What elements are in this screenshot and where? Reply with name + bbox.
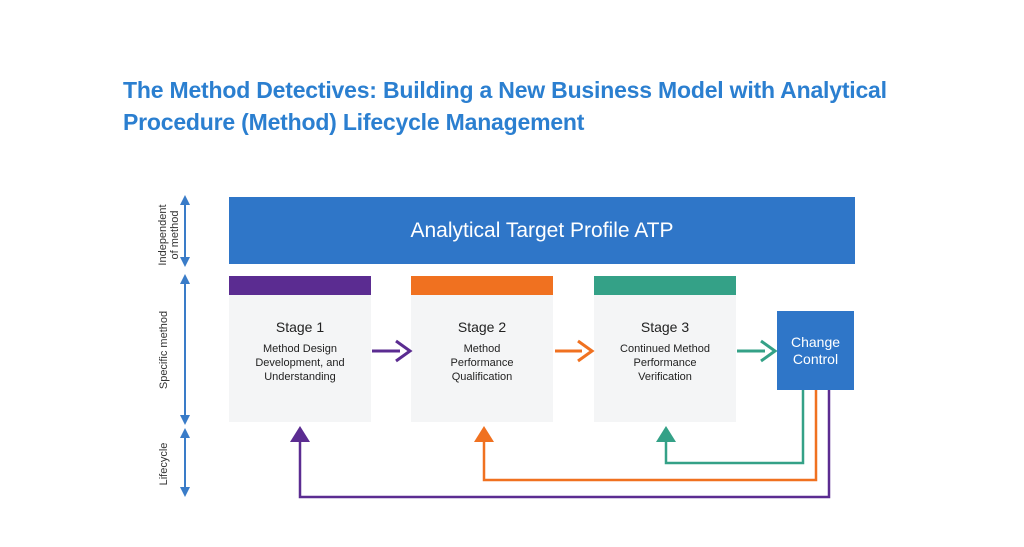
stage-2-title: Stage 2: [457, 319, 507, 335]
stage-3-color-bar: [594, 276, 736, 295]
stage-3-description: Continued Method Performance Verificatio…: [594, 342, 736, 384]
analytical-target-profile-banner: Analytical Target Profile ATP: [229, 197, 855, 264]
title-line-1: The Method Detectives: Building a New Bu…: [123, 77, 887, 103]
stage-3-box: Stage 3 Continued Method Performance Ver…: [594, 276, 736, 422]
stage-1-description: Method Design Development, and Understan…: [229, 342, 371, 384]
stage-2-desc-line: Method: [463, 343, 501, 355]
stage-2-description: Method Performance Qualification: [411, 342, 553, 384]
title-line-2: Procedure (Method) Lifecycle Management: [123, 109, 585, 135]
stage-3-desc-line: Verification: [638, 371, 692, 383]
stage-1-color-bar: [229, 276, 371, 295]
stage-2-desc-line: Performance: [450, 357, 514, 369]
stage-3-desc-line: Performance: [633, 357, 697, 369]
stage-1-desc-line: Development, and: [255, 357, 345, 369]
stage3-to-change-control-arrow: [737, 339, 778, 363]
stage-1-desc-line: Method Design: [263, 343, 337, 355]
page-title: The Method Detectives: Building a New Bu…: [123, 74, 943, 138]
change-control-box: Change Control: [777, 311, 854, 390]
feedback-to-stage1-arrow: [290, 390, 831, 499]
stage-2-desc-line: Qualification: [451, 371, 513, 383]
stage-3-desc-line: Continued Method: [620, 343, 710, 355]
atp-label: Analytical Target Profile ATP: [410, 218, 674, 242]
stage-1-box: Stage 1 Method Design Development, and U…: [229, 276, 371, 422]
feedback-to-stage2-arrow: [474, 390, 818, 482]
stage-3-title: Stage 3: [640, 319, 690, 335]
stage-2-color-bar: [411, 276, 553, 295]
stage1-to-stage2-arrow: [372, 339, 413, 363]
change-control-line2: Control: [792, 350, 839, 367]
stage-1-title: Stage 1: [275, 319, 325, 335]
feedback-to-stage3-arrow: [656, 390, 805, 465]
change-control-line1: Change: [790, 333, 841, 350]
stage-2-box: Stage 2 Method Performance Qualification: [411, 276, 553, 422]
stage2-to-stage3-arrow: [555, 339, 595, 363]
stage-1-desc-line: Understanding: [264, 371, 336, 383]
